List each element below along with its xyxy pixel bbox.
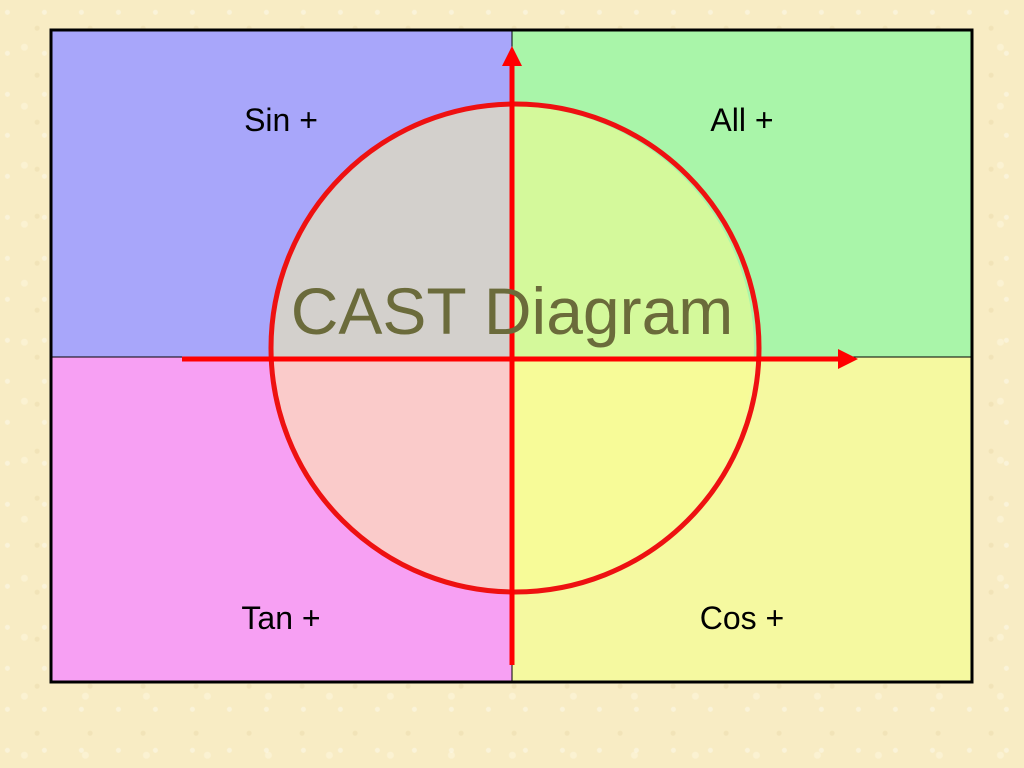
circle-interior [270, 106, 754, 590]
label-sin: Sin + [244, 102, 318, 138]
x-axis-arrowhead [838, 349, 858, 369]
label-cos: Cos + [699, 600, 785, 636]
diagram-title: CAST Diagram [290, 274, 734, 348]
diagram-border [49, 28, 974, 684]
y-axis-arrowhead [502, 46, 522, 66]
label-tan: Tan + [241, 600, 321, 636]
label-all: All + [710, 102, 774, 138]
unit-circle [268, 101, 762, 595]
